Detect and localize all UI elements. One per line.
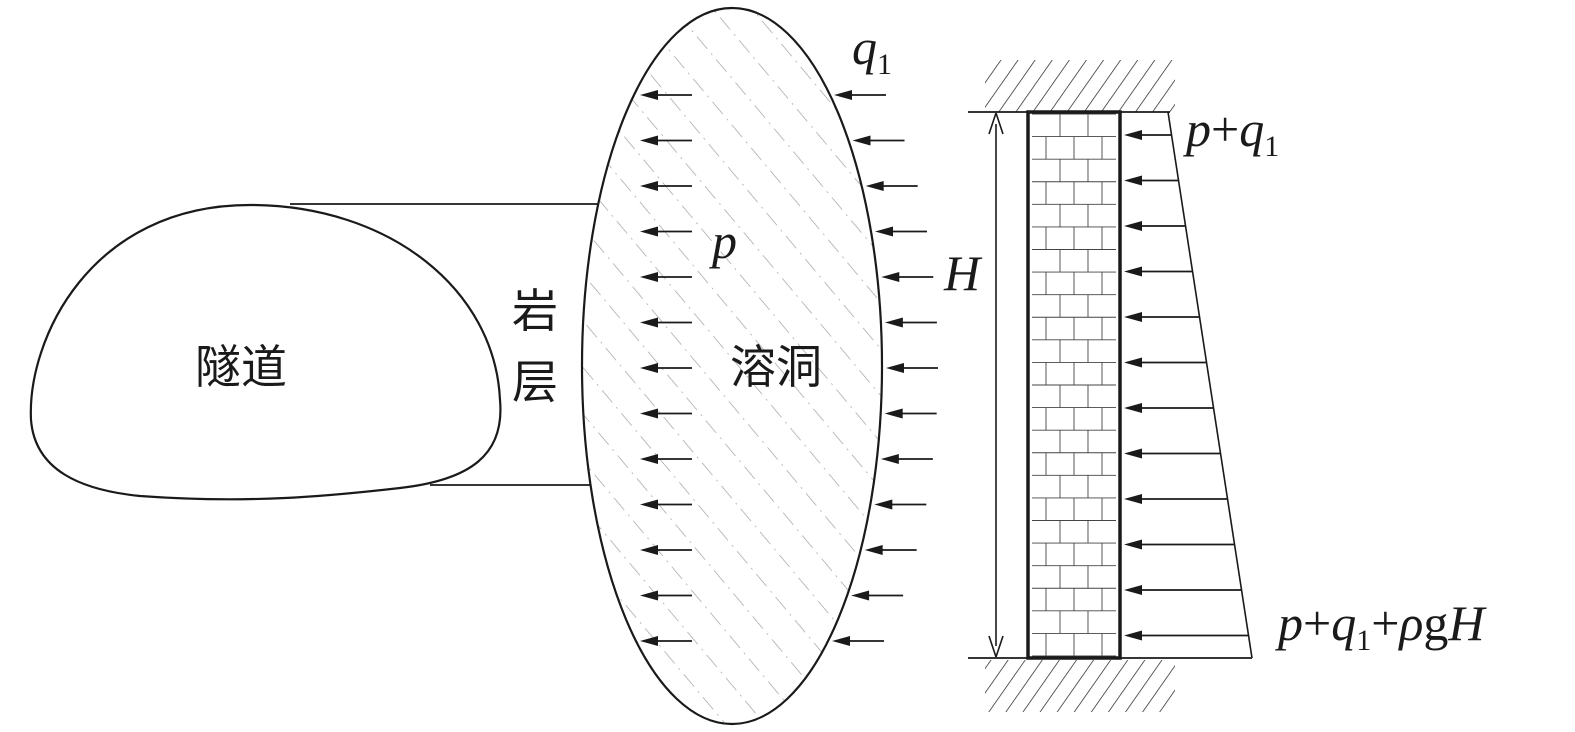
internal-pressure-arrow	[640, 454, 692, 464]
column-load-arrow	[1124, 357, 1207, 368]
bottom-ground-hatch	[985, 660, 1175, 712]
internal-pressure-arrow	[640, 272, 692, 282]
bottom-load-p: p	[1275, 595, 1303, 651]
internal-pressure-arrow	[640, 135, 692, 146]
column-load-arrow	[1124, 130, 1172, 140]
karst-cave-label: 溶洞	[730, 340, 822, 394]
bottom-load-plus-2: +	[1371, 595, 1399, 651]
external-load-arrow	[852, 135, 905, 146]
internal-pressure-arrow	[640, 636, 692, 646]
external-load-arrow	[864, 545, 917, 555]
external-load-arrow	[834, 90, 887, 100]
tunnel: 隧道	[29, 203, 502, 501]
rock-column-outline	[1026, 110, 1122, 660]
top-load-plus: +	[1211, 101, 1239, 157]
bottom-load-q: q	[1331, 595, 1356, 651]
cave-external-load-arrows	[832, 90, 938, 646]
bottom-load-label: p+q1+ρgH	[1275, 595, 1487, 657]
bottom-load-plus-1: +	[1303, 595, 1331, 651]
column-load-arrow	[1124, 585, 1242, 595]
top-load-label: p+q1	[1183, 101, 1279, 163]
height-dimension-bottom-arrow	[988, 635, 1004, 658]
load-q1-symbol: q	[852, 19, 877, 75]
karst-cave: p 溶洞	[580, 6, 884, 726]
column-load-arrow	[1124, 630, 1249, 641]
column-load-arrow	[1124, 175, 1179, 186]
bottom-load-H: H	[1447, 595, 1487, 651]
external-load-arrow	[884, 317, 937, 328]
load-distribution-boundary	[1167, 111, 1253, 659]
internal-pressure-arrow	[640, 90, 692, 100]
tunnel-outline	[29, 203, 502, 501]
brick-column	[1032, 113, 1116, 657]
external-load-arrow	[881, 272, 934, 282]
internal-pressure-arrow	[640, 499, 692, 510]
column-load-arrow	[1124, 221, 1186, 231]
external-load-arrow	[880, 454, 933, 464]
column-load-arrows	[1124, 130, 1249, 641]
cave-internal-pressure-arrows	[640, 90, 692, 646]
external-load-arrow	[865, 181, 918, 191]
load-q1-label: q1	[852, 19, 892, 81]
height-label: H	[943, 245, 983, 301]
external-load-arrow	[832, 636, 885, 646]
bottom-load-rho: ρ	[1397, 595, 1423, 651]
rock-layer-label-1: 岩	[512, 284, 558, 338]
rock-layer: 岩 层	[290, 203, 598, 486]
internal-pressure-arrow	[640, 363, 692, 373]
cave-pressure-label: p	[709, 213, 737, 269]
column-load-arrow	[1124, 266, 1193, 277]
rock-column-model	[968, 60, 1253, 712]
column-load-arrow	[1124, 494, 1228, 504]
rock-layer-label-2: 层	[512, 355, 558, 409]
external-load-arrow	[851, 590, 904, 601]
bottom-load-subscript: 1	[1356, 624, 1371, 657]
height-dimension-top-arrow	[988, 112, 1004, 135]
bottom-load-g: g	[1423, 595, 1448, 651]
internal-pressure-arrow	[640, 408, 692, 419]
external-load-arrow	[884, 408, 937, 419]
load-q1-subscript: 1	[877, 48, 892, 81]
external-load-arrow	[875, 226, 928, 237]
column-load-arrow	[1124, 403, 1214, 413]
top-load-subscript: 1	[1264, 130, 1279, 163]
internal-pressure-arrow	[640, 317, 692, 328]
column-load-arrow	[1124, 539, 1235, 550]
external-load-arrow	[885, 363, 938, 373]
top-load-p: p	[1183, 101, 1211, 157]
karst-cave-outline	[580, 6, 884, 726]
column-load-arrow	[1124, 448, 1221, 459]
internal-pressure-arrow	[640, 590, 692, 601]
column-load-arrow	[1124, 312, 1200, 322]
top-ground-hatch	[985, 60, 1175, 112]
internal-pressure-arrow	[640, 545, 692, 555]
internal-pressure-arrow	[640, 226, 692, 237]
external-load-arrow	[874, 499, 927, 510]
tunnel-label: 隧道	[195, 340, 287, 394]
top-load-q: q	[1239, 101, 1264, 157]
internal-pressure-arrow	[640, 181, 692, 191]
